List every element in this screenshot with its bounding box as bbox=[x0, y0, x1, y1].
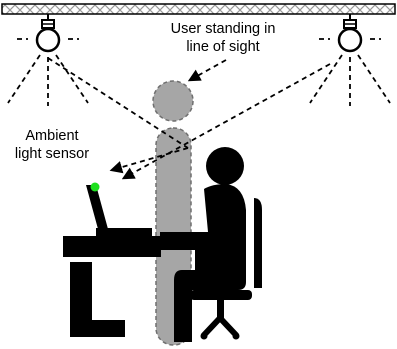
laptop-icon bbox=[86, 185, 152, 236]
ceiling bbox=[1, 3, 396, 15]
ambient-light-sensor-label-line1: Ambient bbox=[25, 128, 79, 144]
office-chair-icon bbox=[190, 198, 262, 340]
standing-user-label-line1: User standing in bbox=[170, 21, 276, 37]
ambient-light-sensor-label: Ambient light sensor bbox=[0, 127, 104, 163]
line-of-sight-arrows bbox=[47, 57, 331, 180]
light-rays-left bbox=[7, 38, 89, 106]
light-rays-right bbox=[309, 38, 391, 106]
seated-person-icon bbox=[160, 147, 246, 342]
ambient-light-sensor-label-line2: light sensor bbox=[14, 146, 90, 162]
ceiling-light-icon bbox=[35, 14, 61, 53]
standing-user-label-line2: line of sight bbox=[186, 39, 260, 55]
ambient-light-sensor bbox=[90, 182, 100, 192]
desk-icon bbox=[63, 236, 161, 337]
standing-user-label: User standing in line of sight bbox=[148, 20, 298, 56]
ceiling-light-icon bbox=[337, 14, 363, 53]
ceiling-light-right bbox=[309, 14, 391, 106]
ceiling-light-left bbox=[7, 14, 89, 106]
